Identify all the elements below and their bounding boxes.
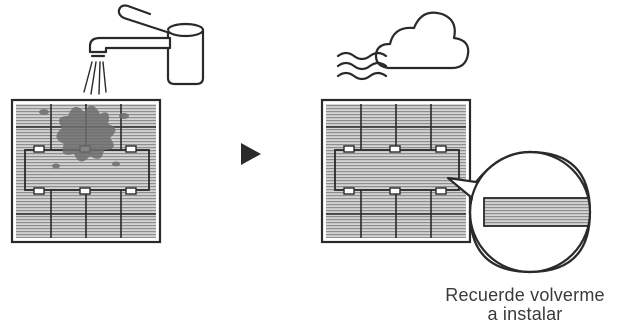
reinstall-reminder: Recuerde volverme a instalar [410, 286, 638, 324]
cloud-icon [374, 11, 470, 70]
filter-detail [483, 197, 590, 227]
water-splash-icon [39, 105, 129, 169]
faucet-icon [88, 4, 205, 86]
wind-icon [336, 51, 388, 81]
water-stream [83, 61, 107, 95]
next-arrow-icon [241, 143, 261, 165]
zoom-callout [446, 150, 592, 274]
clean-filter [320, 98, 472, 244]
reinstall-reminder-line-1: Recuerde volverme [445, 285, 605, 305]
reinstall-reminder-line-2: a instalar [487, 304, 563, 324]
